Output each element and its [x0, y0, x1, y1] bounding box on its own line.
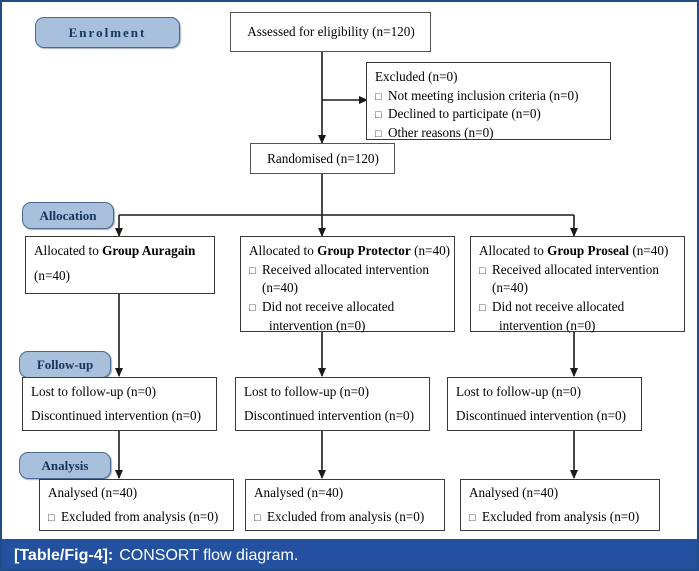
alloc-proseal-line-1: Received allocated intervention — [479, 261, 677, 280]
analysis-3-line-2: Excluded from analysis (n=0) — [469, 508, 652, 527]
followup-1-line-2: Discontinued intervention (n=0) — [31, 408, 202, 423]
figure-caption-text: CONSORT flow diagram. — [119, 547, 299, 564]
analysis-2-line-2: Excluded from analysis (n=0) — [254, 508, 437, 527]
node-allocated-protector: Allocated to Group Protector (n=40) Rece… — [240, 236, 455, 333]
node-followup-proseal: Lost to follow-up (n=0) Discontinued int… — [447, 377, 642, 431]
randomised-line-1: Randomised (n=120) — [267, 150, 379, 166]
excluded-line-1: Excluded (n=0) — [375, 69, 458, 84]
stage-badge-allocation: Allocation — [22, 202, 114, 229]
excluded-line-4: Other reasons (n=0) — [375, 124, 603, 143]
alloc-proseal-line-2: (n=40) — [492, 280, 529, 296]
node-followup-auragain: Lost to follow-up (n=0) Discontinued int… — [22, 377, 217, 431]
figure-caption-bar: [Table/Fig-4]: CONSORT flow diagram. — [2, 539, 697, 569]
stage-badge-enrolment: Enrolment — [35, 17, 180, 48]
alloc-protector-group: Group Protector — [317, 243, 411, 258]
stage-badge-enrolment-label: Enrolment — [68, 24, 147, 40]
stage-badge-followup: Follow-up — [19, 351, 111, 378]
alloc-auragain-group: Group Auragain — [102, 243, 196, 258]
alloc-protector-title-prefix: Allocated to — [249, 243, 318, 258]
node-allocated-proseal: Allocated to Group Proseal (n=40) Receiv… — [470, 236, 685, 333]
followup-2-line-1: Lost to follow-up (n=0) — [244, 384, 370, 400]
alloc-protector-title: Allocated to Group Protector (n=40) — [249, 242, 451, 261]
alloc-proseal-group: Group Proseal — [547, 243, 630, 258]
stage-badge-analysis: Analysis — [19, 452, 111, 479]
node-analysis-protector: Analysed (n=40) Excluded from analysis (… — [245, 479, 445, 531]
analysis-1-line-1: Analysed (n=40) — [48, 485, 138, 501]
node-analysis-proseal: Analysed (n=40) Excluded from analysis (… — [460, 479, 660, 531]
alloc-auragain-line-1: (n=40) — [34, 267, 71, 283]
alloc-protector-line-2: (n=40) — [262, 280, 299, 296]
alloc-proseal-title: Allocated to Group Proseal (n=40) — [479, 242, 677, 261]
stage-badge-allocation-label: Allocation — [39, 207, 97, 223]
analysis-2-line-1: Analysed (n=40) — [254, 485, 344, 501]
alloc-proseal-title-prefix: Allocated to — [479, 243, 548, 258]
excluded-line-2: Not meeting inclusion criteria (n=0) — [375, 87, 603, 106]
followup-2-line-2: Discontinued intervention (n=0) — [244, 408, 415, 423]
alloc-proseal-line-3: Did not receive allocated — [479, 298, 677, 317]
assessed-line-1: Assessed for eligibility (n=120) — [247, 24, 415, 40]
node-analysis-auragain: Analysed (n=40) Excluded from analysis (… — [39, 479, 234, 531]
node-randomised: Randomised (n=120) — [250, 143, 395, 174]
followup-3-line-1: Lost to follow-up (n=0) — [456, 384, 582, 400]
alloc-auragain-title-prefix: Allocated to — [34, 243, 103, 258]
stage-badge-followup-label: Follow-up — [36, 356, 94, 372]
analysis-3-line-1: Analysed (n=40) — [469, 485, 559, 501]
stage-badge-analysis-label: Analysis — [41, 457, 89, 473]
node-followup-protector: Lost to follow-up (n=0) Discontinued int… — [235, 377, 430, 431]
alloc-proseal-line-4: intervention (n=0) — [499, 317, 596, 333]
figure-caption-label: [Table/Fig-4]: — [14, 547, 114, 564]
analysis-1-line-2: Excluded from analysis (n=0) — [48, 508, 226, 527]
node-excluded: Excluded (n=0) Not meeting inclusion cri… — [366, 62, 611, 140]
followup-1-line-1: Lost to follow-up (n=0) — [31, 384, 157, 400]
node-assessed-for-eligibility: Assessed for eligibility (n=120) — [230, 12, 431, 52]
alloc-protector-title-suffix: (n=40) — [410, 243, 451, 258]
alloc-proseal-title-suffix: (n=40) — [629, 243, 669, 258]
alloc-protector-line-3: Did not receive allocated — [249, 298, 447, 317]
node-allocated-auragain: Allocated to Group Auragain (n=40) — [25, 236, 215, 294]
excluded-line-3: Declined to participate (n=0) — [375, 105, 603, 124]
alloc-protector-line-4: intervention (n=0) — [269, 317, 366, 333]
alloc-auragain-title: Allocated to Group Auragain — [34, 242, 207, 261]
followup-3-line-2: Discontinued intervention (n=0) — [456, 408, 627, 423]
alloc-protector-line-1: Received allocated intervention — [249, 261, 447, 280]
